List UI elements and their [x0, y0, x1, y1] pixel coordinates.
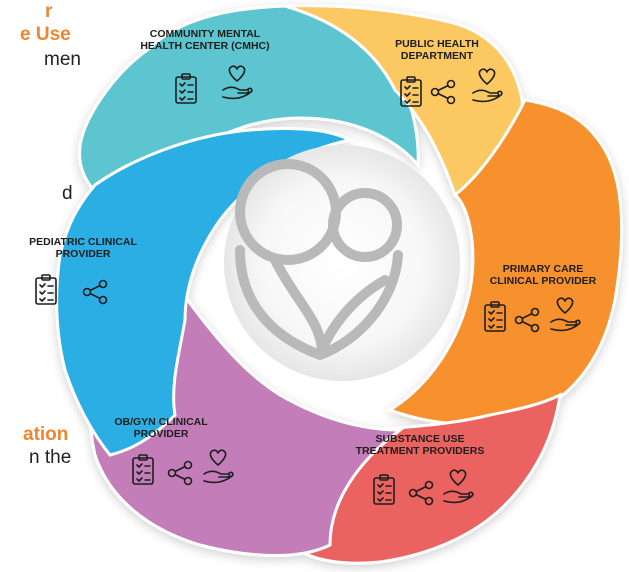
segment-label-public-health: PUBLIC HEALTH [395, 38, 479, 50]
segment-label-public-health: DEPARTMENT [401, 50, 474, 62]
mother-child-heart-icon [235, 159, 403, 360]
background-text-line-4: d [62, 183, 73, 204]
segment-label-substance-use: TREATMENT PROVIDERS [356, 445, 485, 457]
segment-label-pediatric: PROVIDER [56, 248, 111, 260]
segment-pediatric [55, 126, 355, 457]
center-circle [224, 145, 460, 381]
segment-label-substance-use: SUBSTANCE USE [375, 433, 464, 445]
segment-label-primary-care: PRIMARY CARE [503, 263, 584, 275]
segment-label-cmhc: COMMUNITY MENTAL [150, 28, 261, 40]
background-text-line-3: men [44, 49, 81, 70]
segment-label-primary-care: CLINICAL PROVIDER [490, 275, 597, 287]
segment-label-obgyn: OB/GYN CLINICAL [114, 416, 208, 428]
background-text-line-2: e Use [20, 24, 71, 45]
segment-label-pediatric: PEDIATRIC CLINICAL [29, 236, 137, 248]
background-text-line-6: n the [29, 447, 72, 468]
segment-label-obgyn: PROVIDER [134, 428, 189, 440]
clipboard-icon [35, 274, 57, 305]
background-text-line-1: r [45, 1, 53, 22]
segment-label-cmhc: HEALTH CENTER (CMHC) [140, 40, 269, 52]
background-text-line-5: ation [23, 424, 69, 445]
